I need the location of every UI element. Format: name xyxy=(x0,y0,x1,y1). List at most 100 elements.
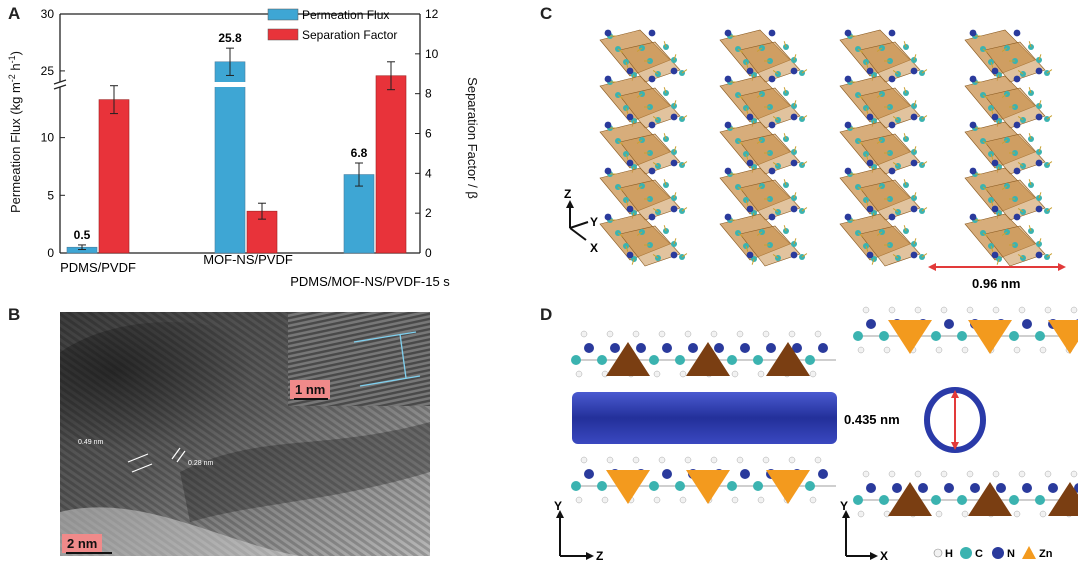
nitrogen-atom xyxy=(768,167,776,175)
nitrogen-atom xyxy=(724,121,732,129)
y-tick-label-right: 10 xyxy=(425,47,439,61)
nitrogen-atom xyxy=(746,67,754,75)
legend-swatch-flux xyxy=(267,8,299,21)
bond xyxy=(1001,185,1008,190)
bond xyxy=(1038,238,1042,245)
bond xyxy=(625,153,629,160)
nitrogen-atom xyxy=(969,167,977,175)
hydrogen-atom xyxy=(940,470,948,478)
chart-bars xyxy=(66,47,407,254)
bond xyxy=(801,115,808,120)
nitrogen-atom xyxy=(910,159,918,167)
hydrogen-atom xyxy=(992,306,1000,314)
x-category-label: MOF-NS/PVDF xyxy=(203,252,293,267)
bond xyxy=(756,185,763,190)
hydrogen-atom xyxy=(788,330,796,338)
nitrogen-atom xyxy=(670,205,678,213)
bond xyxy=(737,94,744,99)
hydrogen-atom xyxy=(710,330,718,338)
bond xyxy=(745,107,749,114)
bond xyxy=(1046,253,1053,258)
bond xyxy=(673,54,677,61)
hydrogen-atom xyxy=(888,470,896,478)
bond xyxy=(636,185,643,190)
nitrogen-atom xyxy=(626,67,634,75)
nitrogen-atom xyxy=(1035,159,1043,167)
bond xyxy=(913,192,917,199)
carbon-atom xyxy=(931,495,941,505)
bond xyxy=(681,69,688,74)
hydrogen-atom xyxy=(1018,306,1026,314)
bond xyxy=(892,116,899,121)
hydrogen-atom xyxy=(862,470,870,478)
bond xyxy=(921,253,928,258)
nitrogen-atom xyxy=(626,159,634,167)
pore-label: 0.435 nm xyxy=(844,412,900,427)
carbon-atom xyxy=(753,355,763,365)
hydrogen-atom xyxy=(883,510,891,518)
hydrogen-atom xyxy=(888,306,896,314)
legend-n: N xyxy=(1007,548,1015,560)
bond xyxy=(801,161,808,166)
bond xyxy=(783,133,787,140)
tem-texture: 0.49 nm 0.28 nm xyxy=(60,312,430,556)
hydrogen-atom xyxy=(1044,306,1052,314)
hydrogen-atom xyxy=(684,330,692,338)
nitrogen-atom xyxy=(991,159,999,167)
bond xyxy=(982,48,989,53)
bond xyxy=(865,199,869,206)
bond xyxy=(1001,47,1008,52)
ring-atom xyxy=(818,469,828,479)
carbon-atom xyxy=(1009,495,1019,505)
axis-break-gap xyxy=(56,82,64,87)
nitrogen-atom xyxy=(991,251,999,259)
nitrogen-atom xyxy=(724,213,732,221)
bond xyxy=(857,140,864,145)
nitrogen-atom xyxy=(724,29,732,37)
bond xyxy=(903,41,907,48)
spacing-label-1: 0.49 nm xyxy=(78,439,103,446)
carbon-atom xyxy=(727,481,737,491)
nitrogen-atom xyxy=(866,159,874,167)
bond xyxy=(673,100,677,107)
nitrogen-atom xyxy=(910,113,918,121)
nitrogen-atom xyxy=(604,167,612,175)
bond xyxy=(737,186,744,191)
bond xyxy=(652,116,659,121)
bond xyxy=(892,208,899,213)
carbon-atom xyxy=(805,355,815,365)
bond xyxy=(756,139,763,144)
carbon-atom xyxy=(1009,331,1019,341)
bar-flux xyxy=(214,61,246,254)
bond xyxy=(876,93,883,98)
bond xyxy=(865,153,869,160)
ring-atom xyxy=(818,343,828,353)
bond xyxy=(913,54,917,61)
nitrogen-atom xyxy=(910,67,918,75)
mol-right-bottom xyxy=(853,470,1078,518)
hydrogen-atom xyxy=(601,370,609,378)
axis-y-left: Y xyxy=(554,499,562,513)
nitrogen-atom xyxy=(844,213,852,221)
atom-legend: H C N Zn xyxy=(933,546,1053,560)
zn-tetrahedron xyxy=(1048,320,1078,354)
nitrogen-atom xyxy=(1035,113,1043,121)
nitrogen-atom xyxy=(1013,75,1021,83)
y-tick-label-left: 0 xyxy=(47,246,54,260)
bond xyxy=(617,48,624,53)
zn-tetrahedron xyxy=(1048,482,1078,516)
bond xyxy=(871,258,875,265)
bond xyxy=(681,253,688,258)
ring-atom xyxy=(866,483,876,493)
data-label-flux: 0.5 xyxy=(74,228,91,242)
bond xyxy=(652,254,659,259)
hydrogen-atom xyxy=(679,496,687,504)
ring-atom xyxy=(610,343,620,353)
hydrogen-atom xyxy=(736,456,744,464)
hydrogen-atom xyxy=(632,456,640,464)
nitrogen-atom xyxy=(844,29,852,37)
nitrogen-atom xyxy=(648,121,656,129)
nitrogen-atom xyxy=(866,67,874,75)
nitrogen-atom xyxy=(724,75,732,83)
nitrogen-atom xyxy=(969,29,977,37)
